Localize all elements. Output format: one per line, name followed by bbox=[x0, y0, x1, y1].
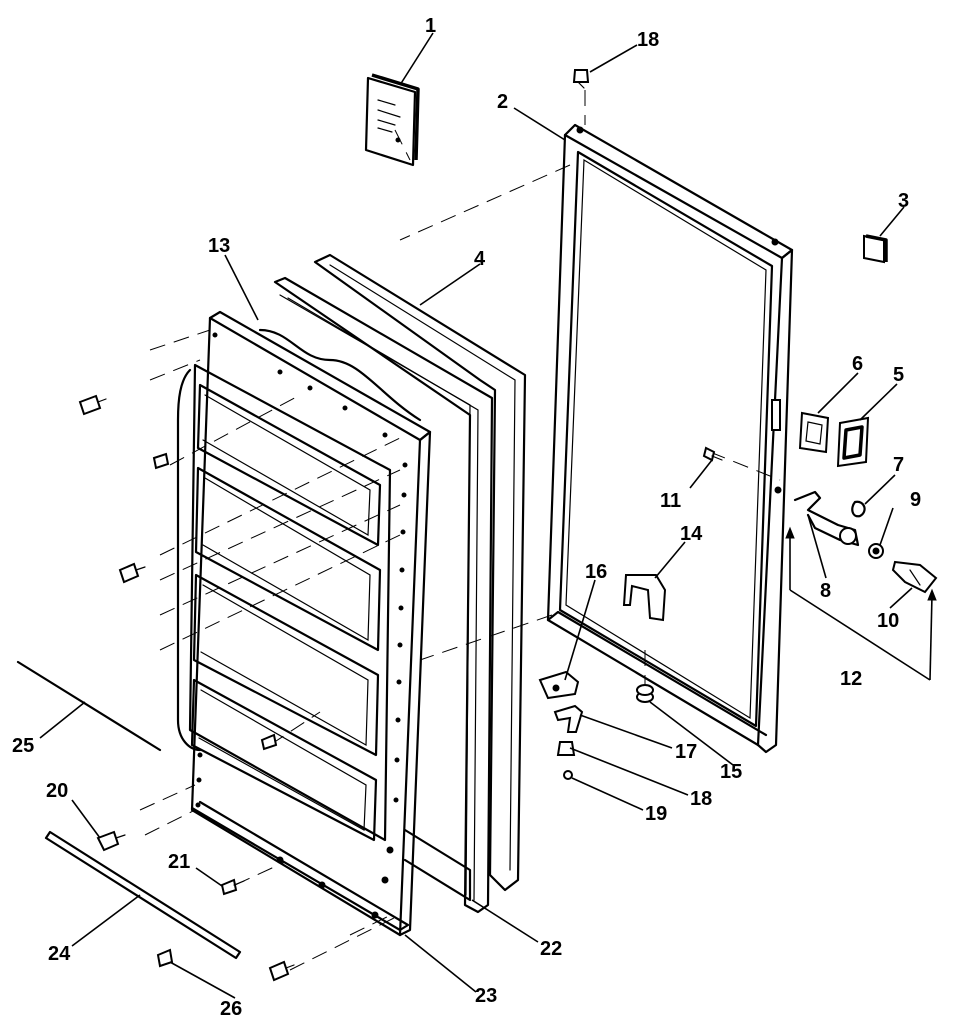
part-7-clip bbox=[851, 500, 866, 518]
part-10-knob bbox=[891, 560, 938, 594]
part-5-handle-bezel bbox=[836, 416, 870, 468]
callout-17: 17 bbox=[675, 741, 697, 763]
callout-11: 11 bbox=[660, 490, 681, 512]
callout-5: 5 bbox=[893, 364, 904, 386]
callout-18-top: 18 bbox=[637, 29, 659, 51]
part-15-bumper bbox=[636, 684, 654, 703]
part-18-bottom-plug bbox=[556, 741, 576, 756]
callout-19: 19 bbox=[645, 803, 667, 825]
callout-25: 25 bbox=[12, 735, 34, 757]
part-8-latch bbox=[793, 490, 860, 547]
part-21-screw bbox=[220, 878, 245, 896]
callout-22: 22 bbox=[540, 938, 562, 960]
leader-lines bbox=[39, 32, 913, 999]
part-1-label-plate bbox=[364, 73, 420, 167]
callout-20: 20 bbox=[46, 780, 68, 802]
part-18-top-plug bbox=[572, 69, 590, 89]
part-4-insulation-panel bbox=[313, 253, 527, 892]
part-26-screw bbox=[156, 948, 174, 968]
callout-10: 10 bbox=[877, 610, 899, 632]
callout-14: 14 bbox=[680, 523, 703, 545]
part-3-cap bbox=[863, 234, 888, 264]
callout-4: 4 bbox=[474, 248, 486, 270]
part-22-door-gasket bbox=[273, 276, 494, 914]
callout-16: 16 bbox=[585, 561, 607, 583]
callout-13: 13 bbox=[208, 235, 230, 257]
callout-15: 15 bbox=[720, 761, 742, 783]
part-11-screw bbox=[702, 446, 723, 462]
part-9-washer bbox=[868, 543, 884, 559]
part-14-bracket bbox=[622, 574, 667, 622]
part-2-outer-door-panel bbox=[546, 123, 794, 754]
callout-6: 6 bbox=[852, 353, 863, 375]
part-20-screw bbox=[96, 830, 126, 852]
callout-24: 24 bbox=[48, 943, 71, 965]
part-6-trim bbox=[798, 411, 830, 454]
callout-12: 12 bbox=[840, 668, 862, 690]
part-17-hinge-pin bbox=[553, 704, 584, 733]
callout-3: 3 bbox=[898, 190, 909, 212]
part-24-rod bbox=[44, 830, 242, 960]
callout-21: 21 bbox=[168, 851, 190, 873]
part-13-inner-door-liner bbox=[176, 310, 432, 937]
callout-1: 1 bbox=[425, 15, 436, 37]
side-screws bbox=[78, 394, 295, 982]
part-25-strip bbox=[16, 660, 162, 752]
callout-7: 7 bbox=[893, 454, 904, 476]
part-16-hinge bbox=[538, 670, 580, 700]
callout-2: 2 bbox=[497, 91, 508, 113]
callout-labels: 1 2 3 4 5 6 7 8 9 10 11 12 13 14 15 16 1… bbox=[12, 15, 921, 1020]
callout-9: 9 bbox=[910, 489, 921, 511]
callout-26: 26 bbox=[220, 998, 242, 1020]
callout-23: 23 bbox=[475, 985, 497, 1007]
part-19-screw bbox=[563, 770, 573, 780]
callout-18-bottom: 18 bbox=[690, 788, 712, 810]
callout-8: 8 bbox=[820, 580, 831, 602]
part-12-lock-assembly bbox=[785, 526, 937, 681]
part-23-bottom-channel bbox=[190, 800, 410, 932]
